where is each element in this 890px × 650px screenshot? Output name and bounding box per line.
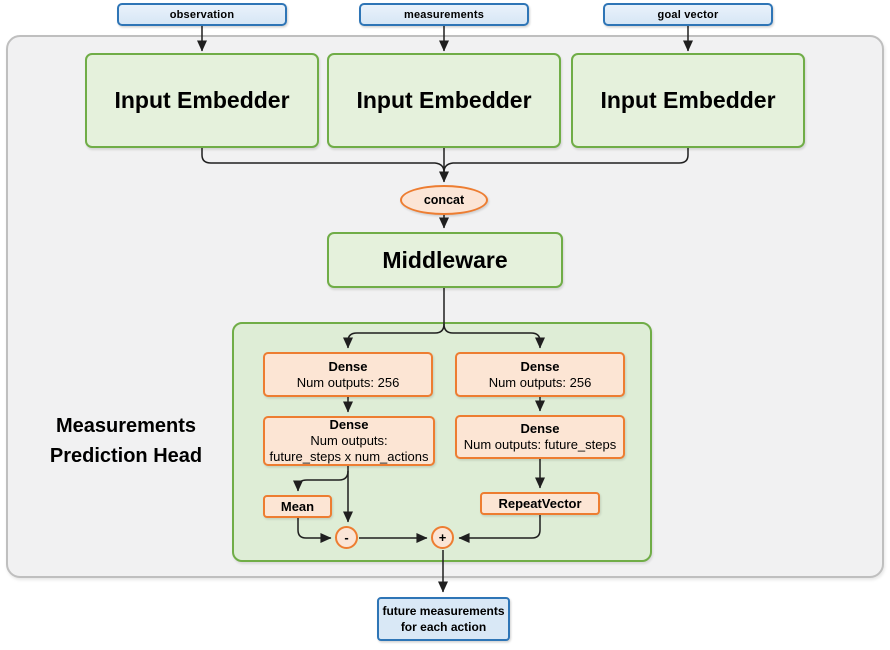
prediction-head-title: Measurements Prediction Head (22, 411, 230, 471)
input-box-measurements: measurements (359, 3, 529, 26)
repeat-vector-label: RepeatVector (498, 496, 582, 511)
input-box-observation: observation (117, 3, 287, 26)
subtract-operator-node: - (335, 526, 358, 549)
input-embedder-2: Input Embedder (327, 53, 561, 148)
prediction-head-title-line1: Measurements (55, 415, 197, 437)
input-embedder-3-label: Input Embedder (600, 87, 776, 113)
middleware-label: Middleware (382, 246, 508, 273)
subtract-operator-label: - (344, 530, 349, 545)
prediction-head-title-line2: Prediction Head (49, 445, 203, 467)
add-operator-node: + (431, 526, 454, 549)
input-embedder-2-label: Input Embedder (356, 87, 532, 113)
dense-right-1-title: Dense (520, 358, 560, 374)
dense-left-2-subtitle1: Num outputs: (310, 433, 388, 448)
mean-box: Mean (263, 495, 332, 518)
input-box-goal-vector: goal vector (603, 3, 773, 26)
middleware-box: Middleware (327, 232, 563, 288)
dense-left-1-subtitle: Num outputs: 256 (296, 374, 400, 390)
dense-left-1: Dense Num outputs: 256 (263, 352, 433, 397)
input-embedder-1: Input Embedder (85, 53, 319, 148)
dense-left-2-title: Dense (329, 417, 369, 432)
dense-left-2: Dense Num outputs: future_steps x num_ac… (263, 416, 435, 466)
repeat-vector-box: RepeatVector (480, 492, 600, 515)
dense-left-1-title: Dense (328, 358, 368, 374)
dense-right-2-title: Dense (520, 421, 560, 436)
input-box-observation-label: observation (169, 8, 235, 21)
concat-node: concat (400, 185, 488, 215)
input-embedder-3: Input Embedder (571, 53, 805, 148)
concat-label: concat (423, 193, 465, 207)
dense-right-2-subtitle: Num outputs: future_steps (463, 437, 617, 452)
dense-left-2-subtitle2: future_steps x num_actions (269, 449, 429, 464)
input-box-goal-vector-label: goal vector (657, 8, 719, 21)
output-box-line1: future measurements (382, 604, 505, 618)
input-box-measurements-label: measurements (403, 8, 485, 21)
add-operator-label: + (438, 530, 447, 545)
dense-right-1-subtitle: Num outputs: 256 (488, 374, 592, 390)
mean-label: Mean (280, 499, 315, 514)
dense-right-2: Dense Num outputs: future_steps (455, 415, 625, 459)
dense-right-1: Dense Num outputs: 256 (455, 352, 625, 397)
input-embedder-1-label: Input Embedder (114, 87, 290, 113)
output-box-future-measurements: future measurements for each action (377, 597, 510, 641)
output-box-line2: for each action (400, 620, 487, 634)
